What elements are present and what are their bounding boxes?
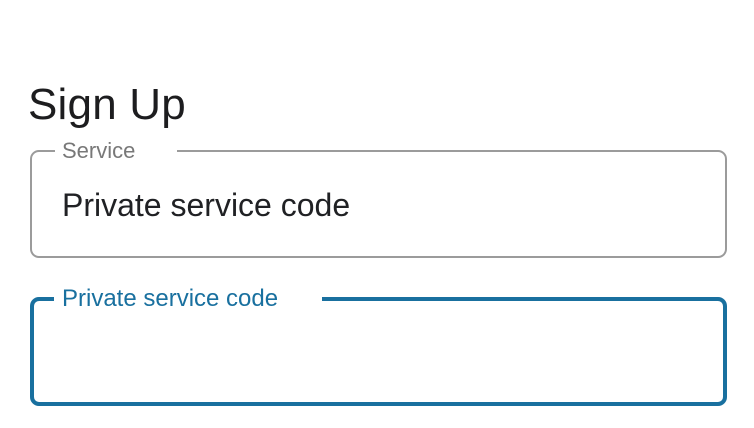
private-service-code-input[interactable] <box>34 301 723 402</box>
page-title: Sign Up <box>28 80 186 130</box>
service-field[interactable]: Service Private service code <box>30 138 727 258</box>
private-service-code-field[interactable]: Private service code <box>30 285 727 406</box>
service-field-label: Service <box>55 138 178 164</box>
service-field-value: Private service code <box>62 187 351 223</box>
